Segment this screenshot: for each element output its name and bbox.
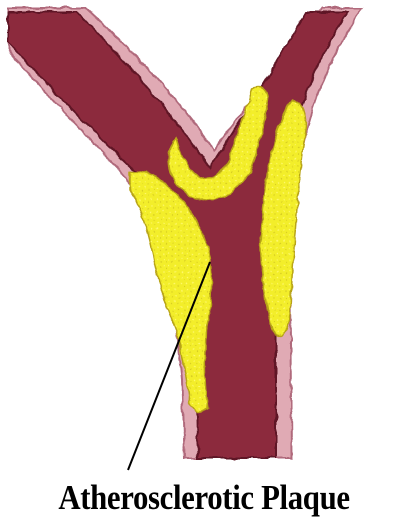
diagram-caption: Atherosclerotic Plaque <box>24 476 383 520</box>
